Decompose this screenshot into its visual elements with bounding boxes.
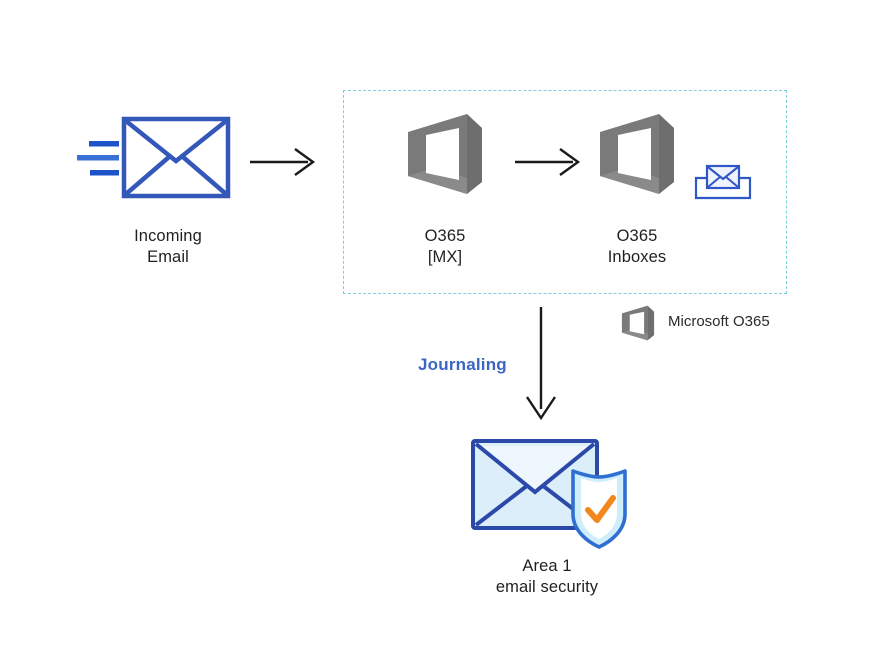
envelope-flap [124,119,228,164]
microsoft-o365-boundary-zone [343,90,787,294]
o365-inner-white [629,311,645,335]
shield-inner [581,478,617,539]
envelope-fold-left [124,155,171,196]
o365-inboxes-label: O365 Inboxes [607,227,667,266]
o365-inner-white [618,128,651,180]
o365-right-face [647,305,655,341]
tray-envelope-flap [707,166,739,181]
arrow-head [526,396,556,421]
envelope-flap-fill [478,446,592,492]
arrow-inboxes-to-area1 [516,305,576,425]
motion-line-top [89,141,119,147]
arrow-head [559,148,581,176]
legend-item-microsoft-o365 [620,303,656,343]
arrow-mx-to-inboxes [513,142,587,182]
check-icon [585,495,616,523]
office365-logo-icon [600,114,674,194]
tray-envelope-fold-right [725,176,739,188]
o365-mx-node [404,108,486,200]
office365-logo-icon [621,305,655,341]
envelope-flap [474,442,596,495]
envelope-icon [77,116,231,199]
incoming-email-label: Incoming Email [134,227,202,266]
motion-line-bottom [90,170,119,176]
motion-line-middle [77,155,119,161]
journaling-edge-label: Journaling [418,355,507,374]
arrow-incoming-to-mx [248,142,322,182]
area1-node [466,432,636,552]
area1-label: Area 1 email security [495,557,599,596]
inbox-tray-icon [692,160,754,204]
o365-right-face [659,114,674,194]
shielded-envelope-icon [471,439,627,549]
incoming-email-node [66,108,236,208]
tray-envelope-fold-left [707,176,721,188]
o365-right-face [467,114,482,194]
office365-logo-icon [408,114,482,194]
arrow-head [294,148,316,176]
envelope-fold-left [474,483,530,527]
envelope-fold-right [181,155,228,196]
o365-inboxes-node [596,108,678,200]
o365-inner-white [426,128,459,180]
legend-label-microsoft-o365: Microsoft O365 [668,313,770,330]
o365-mx-label: O365 [MX] [424,227,466,266]
